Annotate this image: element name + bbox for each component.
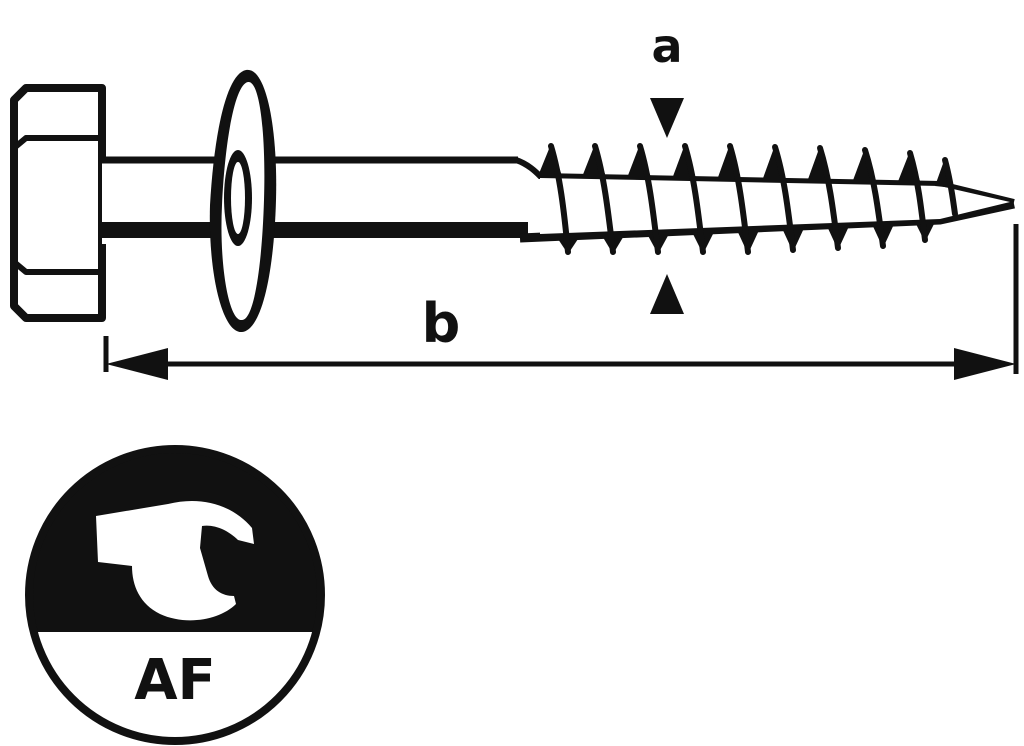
dimension-b-label: b <box>422 292 461 355</box>
hex-head <box>10 84 106 322</box>
drive-type-badge: AF <box>25 445 325 745</box>
dimension-a: a <box>650 19 684 314</box>
drive-type-label: AF <box>134 648 216 713</box>
wrench-icon <box>96 501 254 621</box>
dimension-a-label: a <box>651 19 682 73</box>
washer <box>209 69 277 333</box>
screw-thread <box>514 143 1015 255</box>
dimension-b: b <box>103 224 1019 380</box>
screw-shank <box>102 156 528 244</box>
